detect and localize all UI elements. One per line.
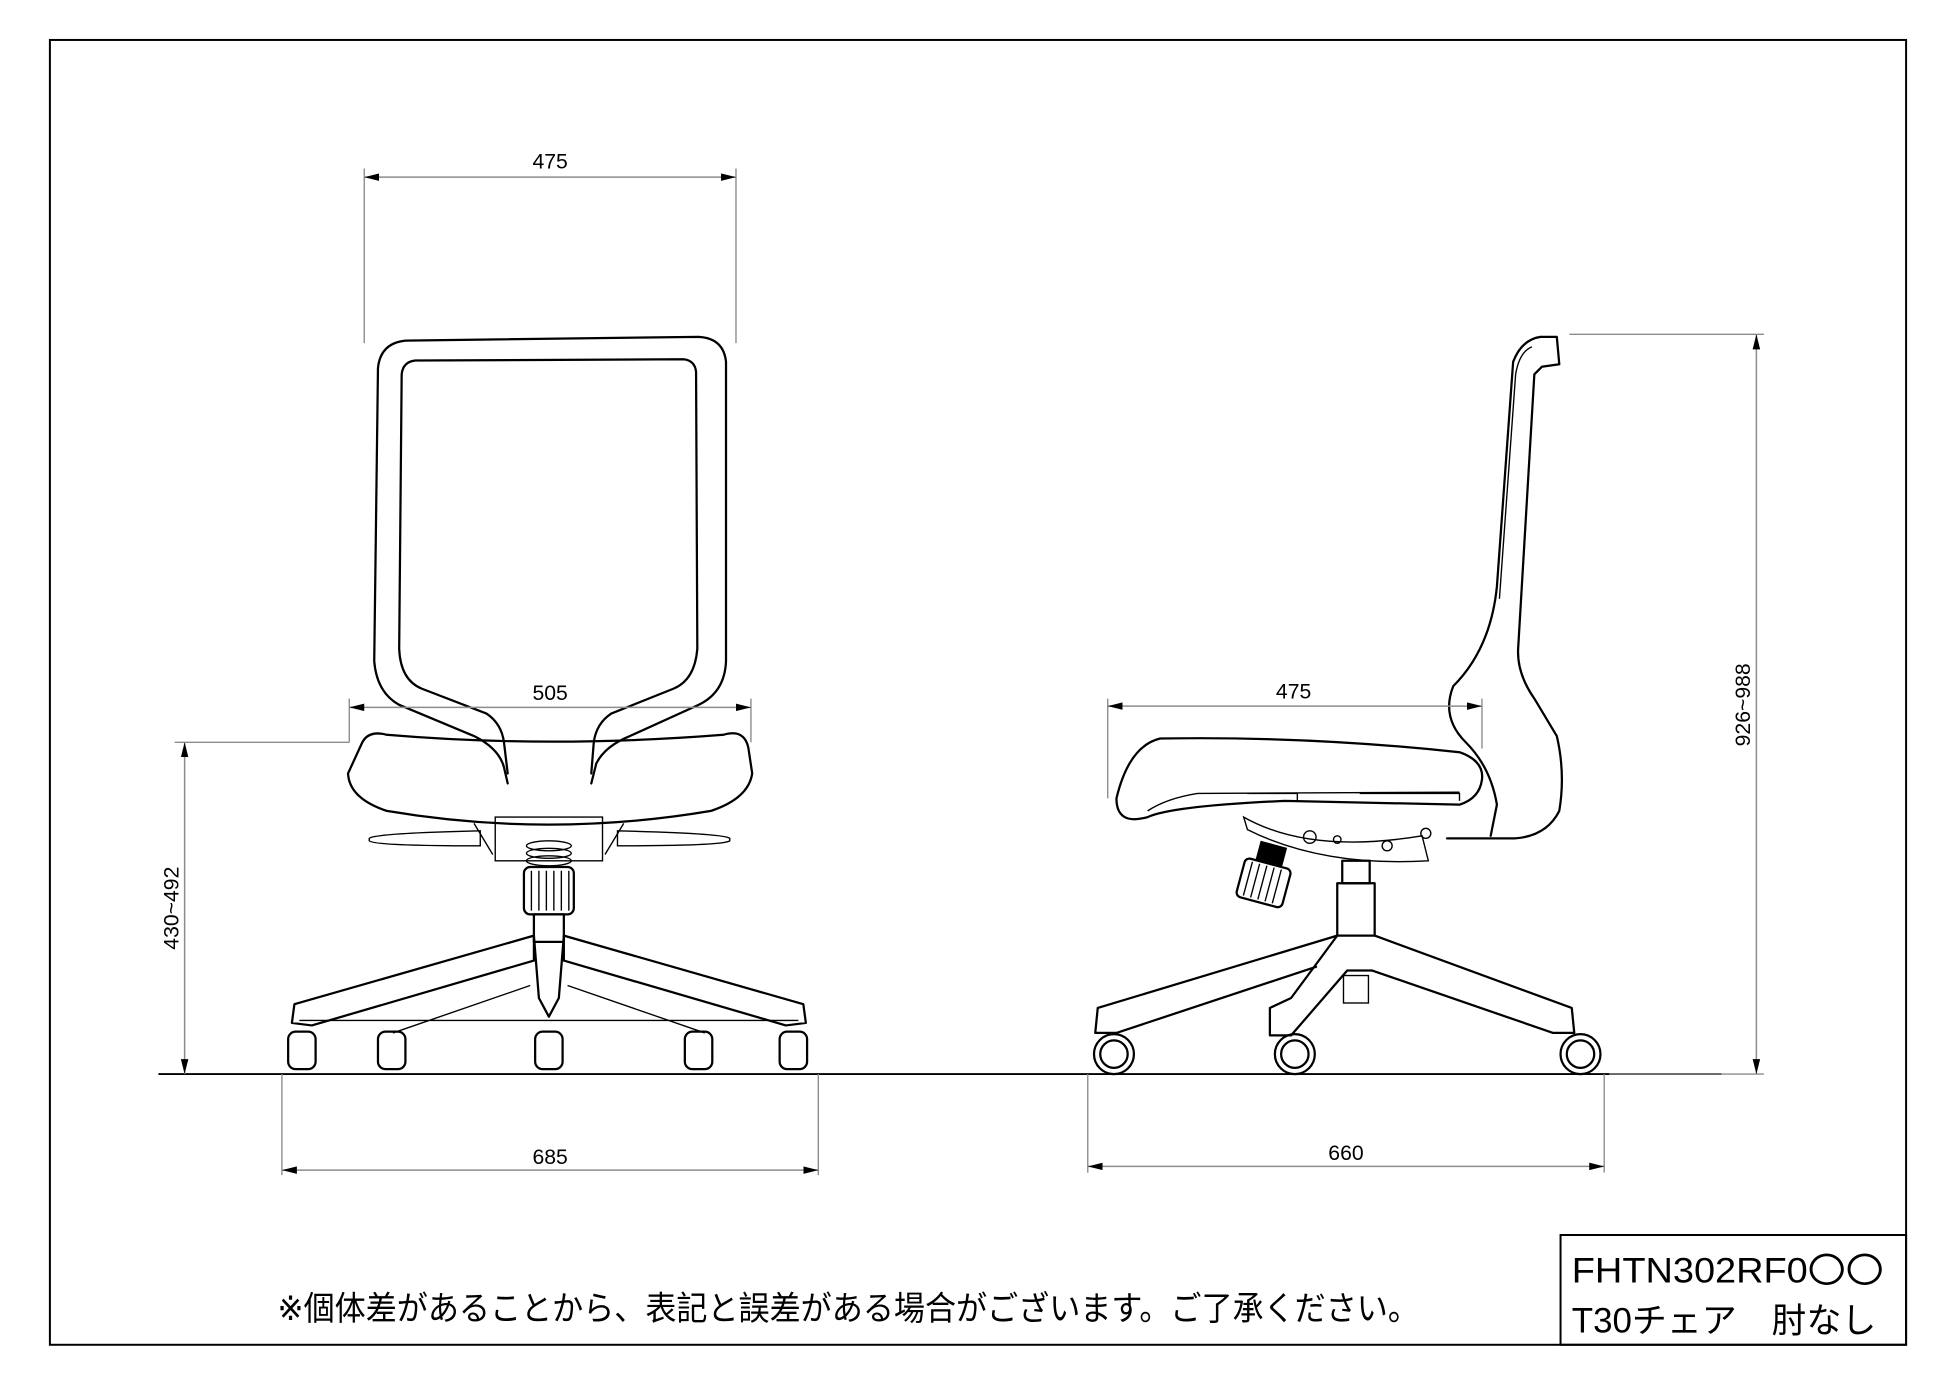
dim-label-backrest-width: 475 bbox=[532, 150, 567, 173]
dim-label-seat-depth: 475 bbox=[1276, 681, 1311, 704]
dim-label-overall-height: 926~988 bbox=[1732, 663, 1755, 746]
front-dim-seat-width: 505 bbox=[348, 682, 752, 743]
side-view-chair bbox=[1092, 335, 1602, 1076]
dim-label-seat-width: 505 bbox=[532, 682, 567, 705]
title-block: FHTN302RF0〇〇 T30チェア 肘なし bbox=[1559, 1234, 1908, 1346]
dim-label-base-depth: 660 bbox=[1328, 1142, 1363, 1165]
dim-label-base-width: 685 bbox=[532, 1146, 567, 1169]
side-dim-seat-depth: 475 bbox=[1107, 681, 1483, 799]
front-dim-base-width: 685 bbox=[281, 1074, 820, 1176]
front-dim-backrest-width: 475 bbox=[363, 150, 737, 344]
model-code: FHTN302RF0〇〇 bbox=[1572, 1251, 1884, 1290]
side-dim-base-depth: 660 bbox=[1087, 1074, 1605, 1173]
front-dim-seat-height: 430~492 bbox=[160, 741, 350, 1075]
disclaimer-note: ※個体差があることから、表記と誤差がある場合がございます。ご了承ください。 bbox=[278, 1290, 1419, 1328]
side-dim-overall-height: 926~988 bbox=[1569, 333, 1764, 1075]
front-view-chair bbox=[287, 335, 809, 1071]
drawing-border bbox=[48, 38, 1908, 1346]
dim-label-seat-height: 430~492 bbox=[160, 867, 183, 950]
product-name: T30チェア 肘なし bbox=[1572, 1301, 1876, 1340]
